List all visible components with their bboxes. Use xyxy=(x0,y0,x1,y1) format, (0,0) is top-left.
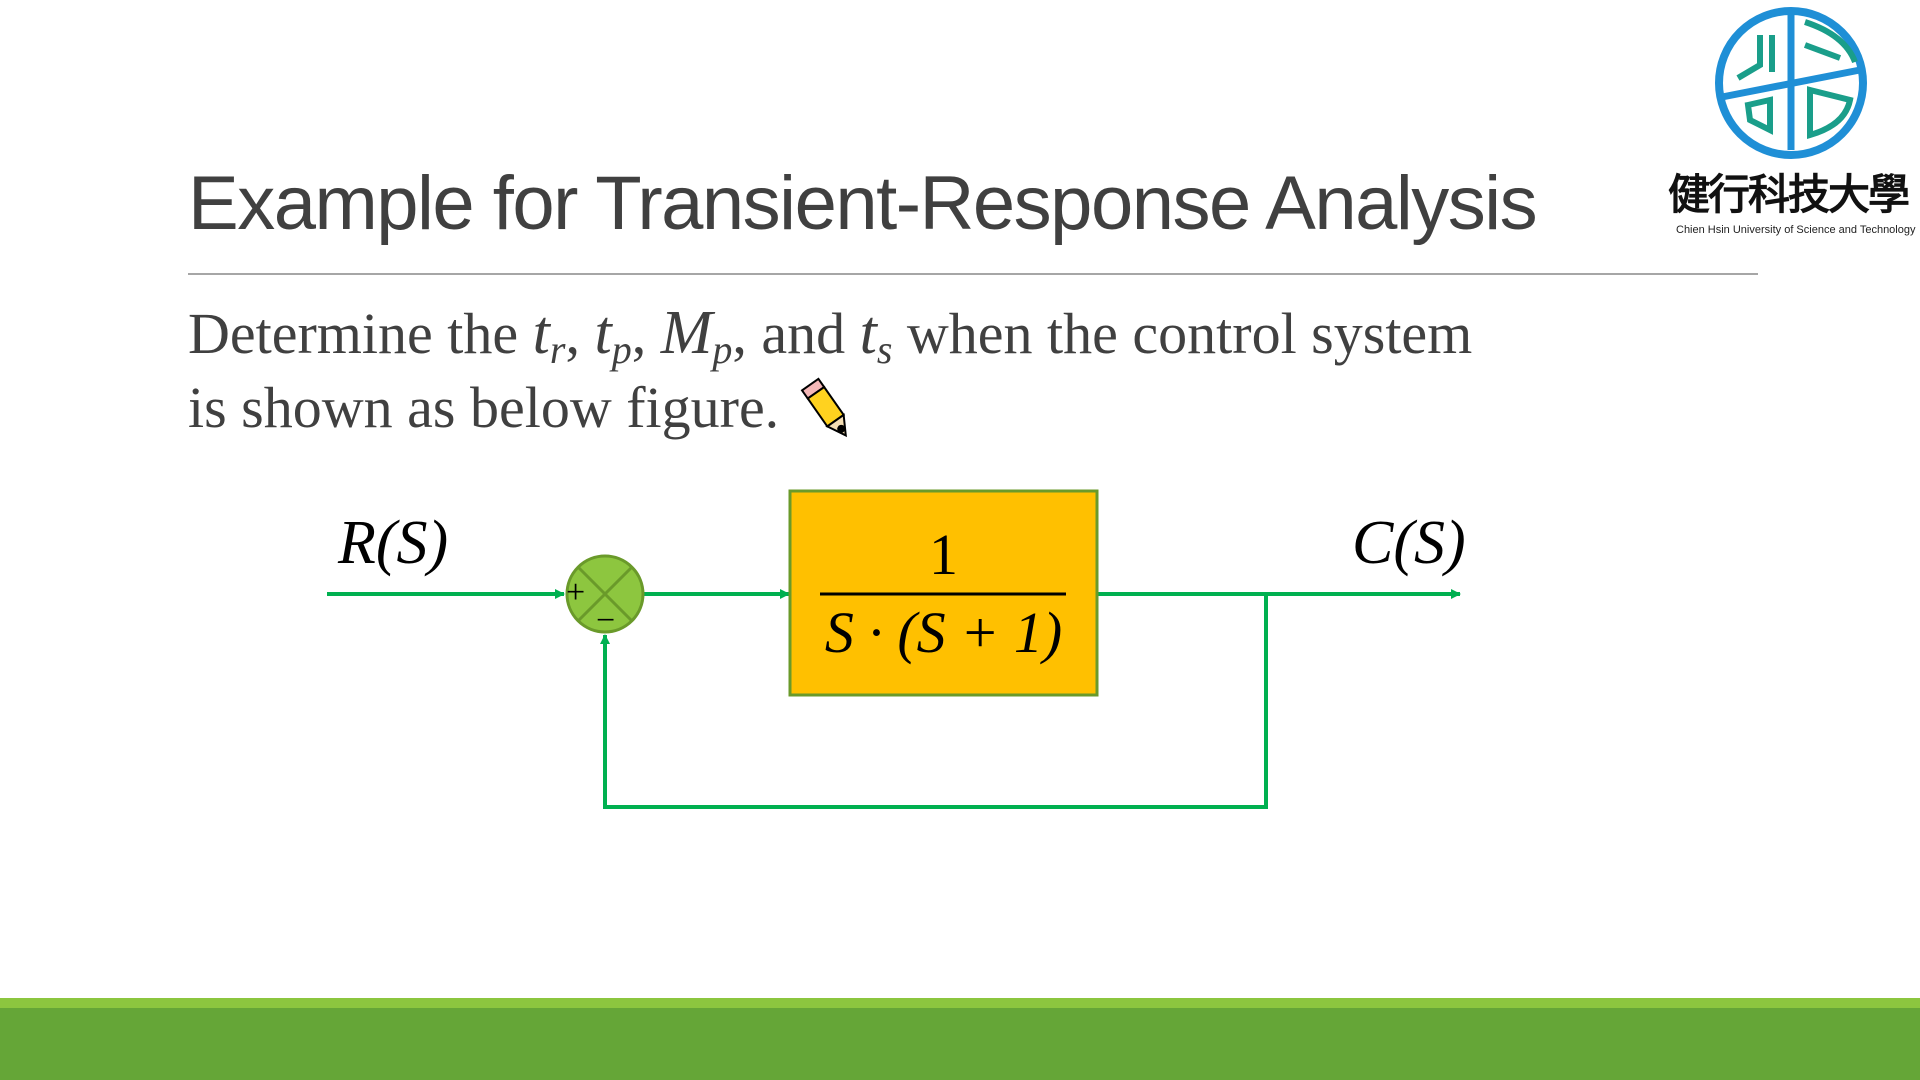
text: Determine the xyxy=(188,301,533,366)
output-label: C(S) xyxy=(1352,509,1466,577)
pencil-icon xyxy=(800,377,847,438)
university-name-en: Chien Hsin University of Science and Tec… xyxy=(1676,224,1916,236)
sep: , xyxy=(565,301,595,366)
text: when the control system xyxy=(892,301,1473,366)
statement-line-1: Determine the tr, tp, Mp, and ts when th… xyxy=(188,296,1472,371)
summing-junction xyxy=(565,554,645,634)
statement-line-2: is shown as below figure. xyxy=(188,371,1472,445)
numerator: 1 xyxy=(929,522,958,587)
slide-title: Example for Transient-Response Analysis xyxy=(188,161,1538,246)
mp-symbol: Mp xyxy=(660,299,733,372)
text: , and xyxy=(732,301,860,366)
text: is shown as below figure. xyxy=(188,375,780,440)
input-label: R(S) xyxy=(338,509,449,577)
feedback-path xyxy=(600,594,1268,809)
problem-statement: Determine the tr, tp, Mp, and ts when th… xyxy=(188,296,1472,445)
tp-symbol: tp xyxy=(594,299,632,372)
denominator: S · (S + 1) xyxy=(824,600,1063,665)
block-diagram xyxy=(327,489,1461,809)
ts-symbol: ts xyxy=(859,299,893,372)
university-name-cn: 健行科技大學 xyxy=(1668,170,1910,219)
minus-sign: − xyxy=(596,602,616,639)
university-emblem-icon xyxy=(1715,7,1867,159)
footer-accent xyxy=(0,998,1920,1008)
tr-symbol: tr xyxy=(532,299,566,372)
title-divider xyxy=(188,273,1758,275)
sep: , xyxy=(631,301,661,366)
plus-sign: + xyxy=(566,574,586,611)
footer-band xyxy=(0,1008,1920,1080)
